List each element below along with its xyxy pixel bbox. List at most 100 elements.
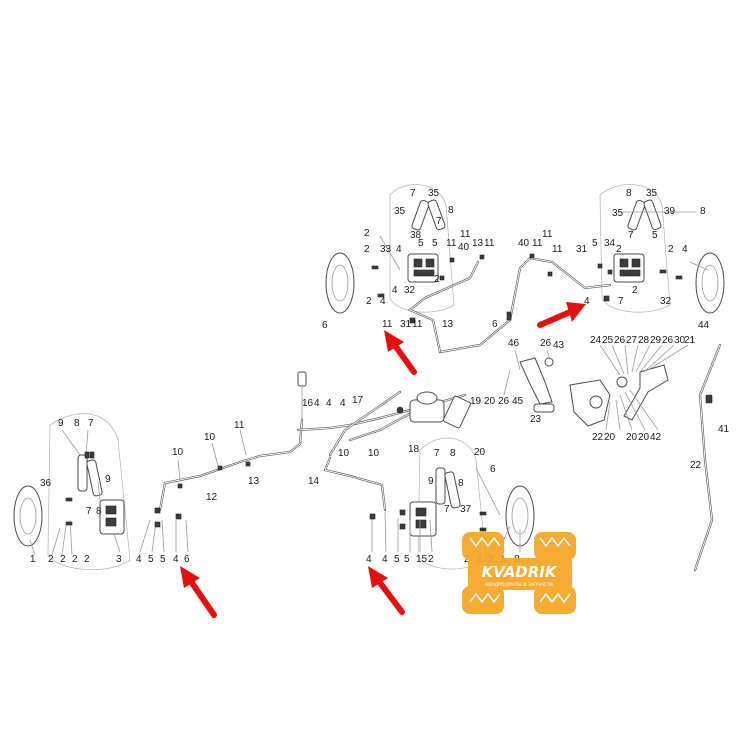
callout-label: 22 — [690, 460, 702, 471]
callout-label: 6 — [490, 464, 496, 475]
callout-label: 6 — [492, 319, 498, 330]
assembly-outlines — [47, 184, 671, 571]
callout-label: 11 — [460, 229, 471, 240]
brake-light-switch — [297, 371, 307, 420]
callout-label: 4 — [380, 296, 386, 307]
callout-label: 7 — [434, 448, 440, 459]
callout-label: 4 — [136, 554, 142, 565]
callout-label: 11 — [412, 319, 423, 330]
callout-label: 30 — [674, 335, 686, 346]
callout-label: 17 — [352, 395, 364, 406]
callout-label: 14 — [308, 476, 320, 487]
quad-bike-wheels-icon — [462, 532, 576, 614]
callout-label: 44 — [698, 320, 710, 331]
callout-label: 42 — [650, 432, 662, 443]
callout-label: 28 — [638, 335, 650, 346]
callout-label: 32 — [660, 296, 672, 307]
callout-label: 2 — [632, 285, 638, 296]
callout-label: 11 — [446, 238, 457, 249]
callout-label: 5 — [160, 554, 166, 565]
cable-end — [705, 394, 713, 404]
callout-label: 2 — [364, 244, 370, 255]
outline-rear-upper — [599, 184, 671, 313]
master-cylinder — [396, 391, 471, 429]
callout-label: 8 — [626, 188, 632, 199]
callout-label: 8 — [96, 506, 102, 517]
callout-label: 9 — [105, 474, 111, 485]
callout-label: 2 — [616, 244, 622, 255]
callout-label: 13 — [442, 319, 454, 330]
callout-label: 11 — [542, 229, 553, 240]
callout-label: 33 — [380, 244, 392, 255]
highlight-arrows — [180, 302, 586, 618]
callout-label: 10 — [172, 447, 184, 458]
caliper-upper-right — [613, 253, 645, 283]
callout-label: 4 — [382, 554, 388, 565]
callout-label: 22 — [592, 432, 604, 443]
callout-label: 2 — [434, 274, 440, 285]
callout-label: 24 — [590, 335, 602, 346]
callout-label: 13 — [472, 238, 484, 249]
part-callouts: 9 8 7 36 9 8 7 1 2 2 2 2 3 4 5 5 4 6 10 … — [30, 188, 730, 565]
callout-label: 23 — [530, 414, 542, 425]
callout-label: 11 — [532, 238, 543, 249]
callout-label: 35 — [612, 208, 624, 219]
calipers — [99, 253, 645, 537]
callout-label: 7 — [88, 418, 94, 429]
callout-label: 36 — [40, 478, 52, 489]
callout-label: 26 — [614, 335, 626, 346]
callout-label: 26 — [662, 335, 674, 346]
callout-label: 3 — [116, 554, 122, 565]
callout-label: 5 — [418, 238, 424, 249]
callout-label: 4 — [173, 554, 179, 565]
arrow-bottom-left — [180, 566, 217, 618]
callout-label: 6 — [322, 320, 328, 331]
callout-label: 10 — [338, 448, 350, 459]
callout-label: 35 — [646, 188, 658, 199]
callout-label: 26 — [498, 396, 510, 407]
callout-label: 45 — [512, 396, 524, 407]
fasteners — [65, 253, 683, 532]
caliper-front-left — [99, 499, 125, 535]
callout-label: 31 — [400, 319, 412, 330]
callout-label: 13 — [248, 476, 260, 487]
callout-label: 11 — [234, 420, 245, 431]
callout-label: 4 — [340, 398, 346, 409]
callout-label: 7 — [436, 216, 442, 227]
callout-label: 8 — [450, 448, 456, 459]
callout-label: 7 — [444, 504, 450, 515]
callout-label: 4 — [396, 244, 402, 255]
callout-label: 2 — [464, 554, 470, 565]
callout-label: 5 — [432, 238, 438, 249]
caliper-rear-right — [409, 501, 437, 537]
callout-label: 8 — [458, 478, 464, 489]
callout-label: 20 — [474, 447, 486, 458]
callout-label: 2 — [364, 228, 370, 239]
brand-tagline: КВАДРОЦИКЛЫ И ЗАПЧАСТИ — [485, 582, 553, 588]
disc-upper-right — [695, 252, 725, 314]
callout-label: 7 — [618, 296, 624, 307]
callout-label: 2 — [60, 554, 66, 565]
callout-label: 25 — [602, 335, 614, 346]
callout-label: 4 — [366, 554, 372, 565]
brake-hoses — [158, 256, 722, 572]
callout-label: 2 — [366, 296, 372, 307]
callout-label: 4 — [314, 398, 320, 409]
callout-label: 2 — [428, 554, 434, 565]
arrow-bottom-middle — [368, 566, 405, 615]
callout-label: 1 — [30, 554, 36, 565]
arrow-upper-left — [384, 330, 417, 375]
callout-label: 8 — [448, 205, 454, 216]
callout-label: 4 — [326, 398, 332, 409]
callout-label: 5 — [148, 554, 154, 565]
callout-label: 40 — [518, 238, 530, 249]
callout-label: 27 — [626, 335, 638, 346]
callout-label: 4 — [392, 285, 398, 296]
callout-label: 4 — [584, 296, 590, 307]
callout-label: 20 — [604, 432, 616, 443]
brake-pads — [77, 199, 662, 509]
callout-label: 7 — [86, 506, 92, 517]
callout-label: 18 — [408, 444, 420, 455]
